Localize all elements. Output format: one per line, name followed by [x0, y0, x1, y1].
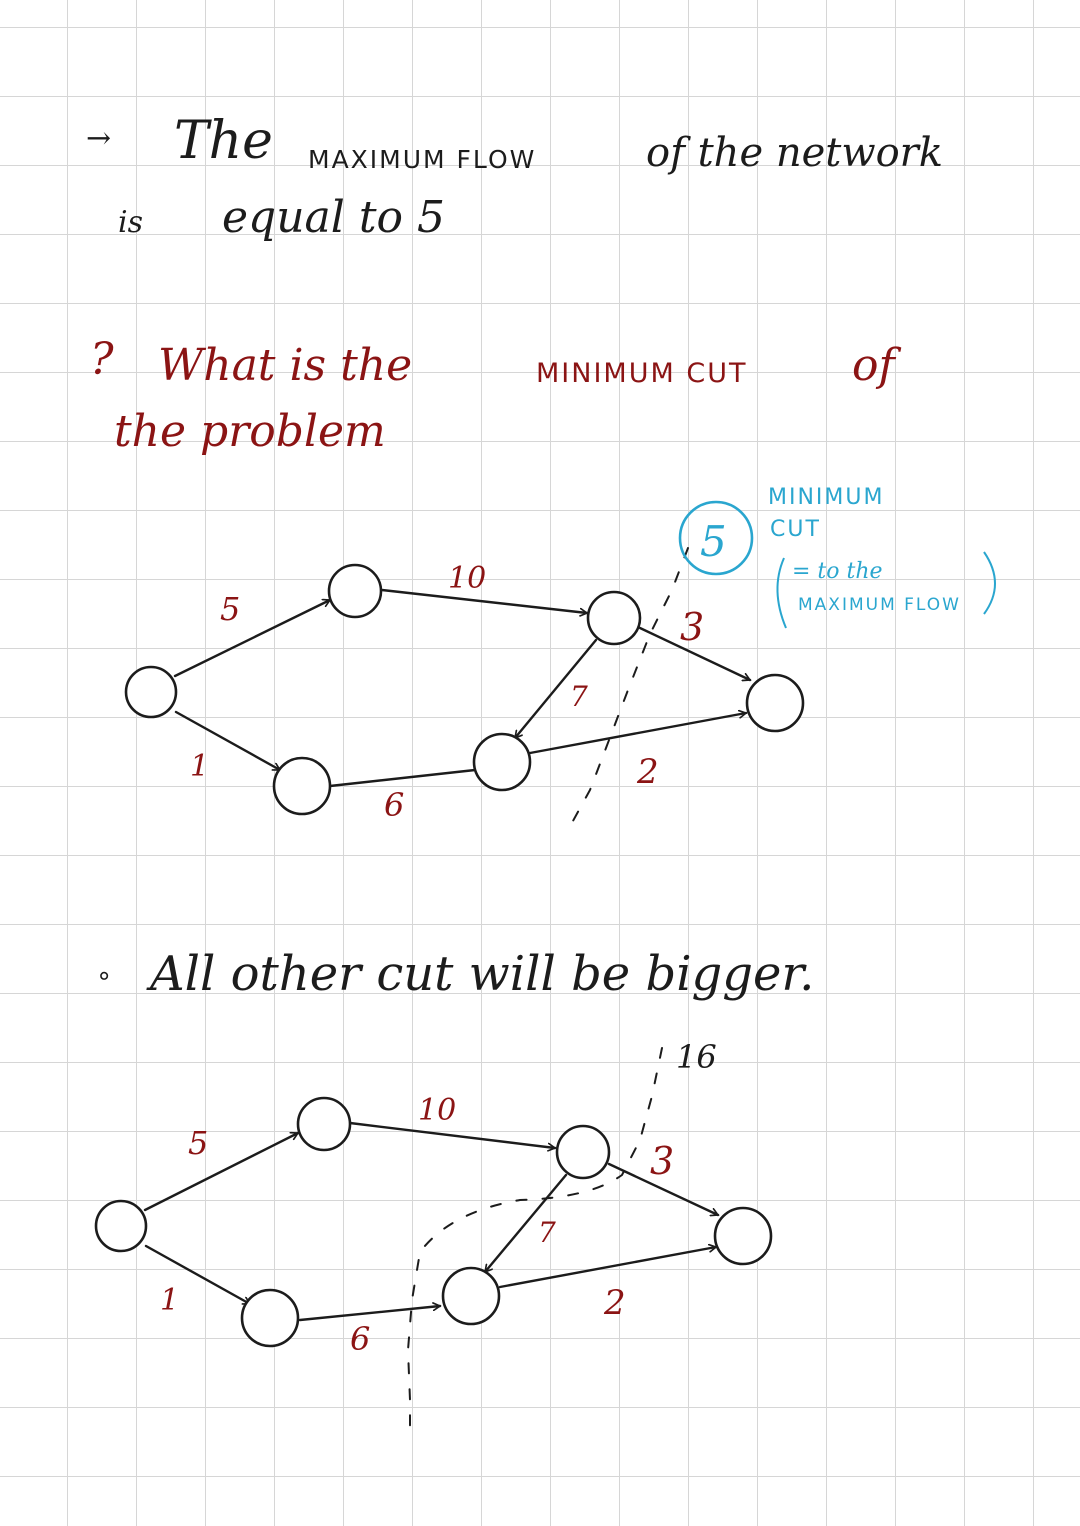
- statement-max-flow: MAXIMUM FLOW: [308, 145, 536, 174]
- note-right-paren: [983, 551, 996, 615]
- capacity-s-b: 1: [160, 1283, 179, 1318]
- capacity-d-t: 2: [603, 1283, 626, 1323]
- statement-the: The: [174, 111, 273, 171]
- node-a: [296, 1096, 352, 1152]
- capacity-d-t: 2: [636, 752, 659, 792]
- cut-value: 5: [700, 517, 727, 566]
- bullet-dot: ∘: [96, 961, 112, 991]
- edge-a-c: [348, 1121, 555, 1148]
- alternative-cut-line: [406, 1047, 663, 1441]
- max-flow-statement: → The MAXIMUM FLOW of the network is equ…: [86, 111, 943, 243]
- node-source: [94, 1199, 148, 1253]
- edge-d-t: [498, 1247, 716, 1289]
- statement-is: is: [118, 205, 143, 240]
- node-b: [240, 1288, 300, 1348]
- capacity-b-d: 6: [350, 1320, 370, 1358]
- edge-a-c: [380, 588, 587, 613]
- node-c: [555, 1124, 611, 1180]
- cut-value-circle: [678, 500, 754, 576]
- edge-s-a: [143, 1131, 298, 1212]
- arrow-bullet: →: [86, 121, 111, 156]
- flow-network-2: 5 1 10 6 7 3 2 16: [94, 1038, 773, 1441]
- statement-of-network: of the network: [646, 130, 943, 176]
- statement-equal: equal to 5: [222, 192, 445, 243]
- alternative-cut-value: 16: [676, 1038, 717, 1076]
- edge-c-d: [483, 1173, 568, 1272]
- minimum-cut-line: [567, 547, 689, 831]
- note-minimum: MINIMUM: [768, 485, 884, 510]
- edge-s-b: [144, 1244, 250, 1306]
- note-equal-to-the: = to the: [792, 559, 883, 584]
- note-left-paren: [776, 557, 787, 629]
- capacity-s-b: 1: [190, 749, 209, 784]
- capacity-c-t: 3: [680, 605, 704, 649]
- question-min-cut: MINIMUM CUT: [536, 358, 747, 389]
- node-source: [124, 665, 178, 719]
- edge-b-d: [328, 768, 477, 788]
- question-line2: the problem: [114, 406, 386, 457]
- capacity-c-d: 7: [570, 680, 588, 713]
- edge-c-t: [638, 626, 750, 680]
- node-d: [441, 1266, 501, 1326]
- node-a: [327, 563, 383, 619]
- edge-b-d: [298, 1306, 440, 1322]
- edge-s-a: [173, 600, 330, 678]
- node-d: [472, 732, 532, 792]
- question-line1-b: of: [852, 340, 901, 391]
- node-sink: [745, 673, 805, 733]
- edge-s-b: [174, 710, 280, 772]
- flow-network-1: 5 1 10 6 7 3 2 5 MINIMUM CUT = to the MA…: [124, 485, 996, 831]
- capacity-a-c: 10: [448, 561, 486, 596]
- capacity-c-t: 3: [650, 1139, 674, 1183]
- edge-d-t: [528, 713, 746, 755]
- bullet-text: All other cut will be bigger.: [146, 946, 814, 1002]
- node-b: [272, 756, 332, 816]
- bullet-note: ∘ All other cut will be bigger.: [96, 946, 814, 1002]
- edge-c-d: [513, 638, 598, 738]
- note-maximum-flow: MAXIMUM FLOW: [798, 595, 961, 615]
- capacity-c-d: 7: [538, 1216, 556, 1249]
- capacity-b-d: 6: [384, 786, 404, 824]
- node-c: [586, 590, 642, 646]
- question-line1-a: What is the: [158, 340, 412, 391]
- capacity-s-a: 5: [220, 590, 240, 628]
- question: ? What is the MINIMUM CUT of the problem: [90, 334, 901, 457]
- edge-c-t: [607, 1162, 718, 1215]
- note-cut: CUT: [770, 517, 821, 542]
- capacity-a-c: 10: [418, 1093, 456, 1128]
- capacity-s-a: 5: [188, 1124, 208, 1162]
- node-sink: [713, 1206, 773, 1266]
- question-mark: ?: [90, 334, 114, 385]
